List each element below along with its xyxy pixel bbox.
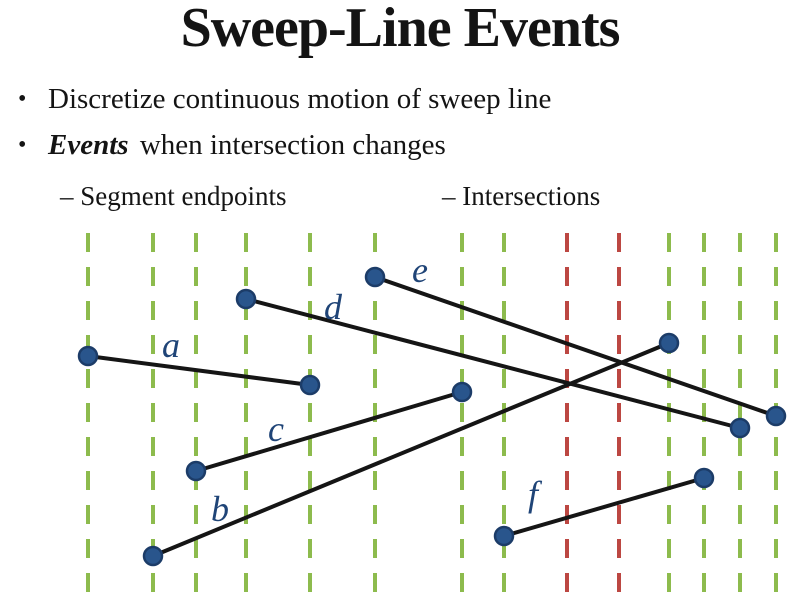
sub-bullet-row: – Segment endpoints – Intersections [0, 181, 800, 213]
bullet-1-text: Discretize continuous motion of sweep li… [48, 83, 552, 115]
endpoint-dot-a-right [299, 374, 321, 396]
segment-label-e: e [412, 250, 428, 290]
bullet-2-emphasis: Events [48, 129, 129, 161]
endpoint-dot-c-left [185, 460, 207, 482]
segment-a [86, 354, 312, 387]
bullet-item-2: • Events when intersection changes [18, 128, 446, 162]
sub-bullet-segment-endpoints: – Segment endpoints [60, 181, 287, 211]
bullet-item-1: • Discretize continuous motion of sweep l… [18, 82, 551, 116]
segment-c [194, 390, 464, 473]
segment-label-a: a [162, 325, 180, 365]
endpoint-dot-d-left [235, 288, 257, 310]
endpoint-dot-f-right [693, 467, 715, 489]
segment-label-c: c [268, 409, 284, 449]
segment-label-b: b [211, 489, 229, 529]
segment-d [244, 297, 742, 430]
slide-title: Sweep-Line Events [180, 0, 621, 59]
endpoint-dot-e-right [765, 405, 787, 427]
endpoint-dot-f-left [493, 525, 515, 547]
endpoint-dot-b-right [658, 332, 680, 354]
segment-e [373, 275, 778, 418]
segment-b [151, 341, 671, 558]
bullet-2-rest: when intersection changes [132, 129, 446, 161]
bullet-2-text: Events when intersection changes [48, 129, 446, 161]
endpoint-dot-c-right [451, 381, 473, 403]
sub-bullet-intersections: – Intersections [442, 181, 601, 211]
segment-f [502, 476, 706, 538]
bullet-icon: • [18, 132, 27, 158]
segment-label-d: d [324, 287, 343, 327]
segment-label-f: f [528, 474, 543, 514]
endpoint-dot-a-left [77, 345, 99, 367]
endpoint-dot-b-left [142, 545, 164, 567]
endpoint-dot-d-right [729, 417, 751, 439]
bullet-icon: • [18, 86, 27, 112]
endpoint-dot-e-left [364, 266, 386, 288]
